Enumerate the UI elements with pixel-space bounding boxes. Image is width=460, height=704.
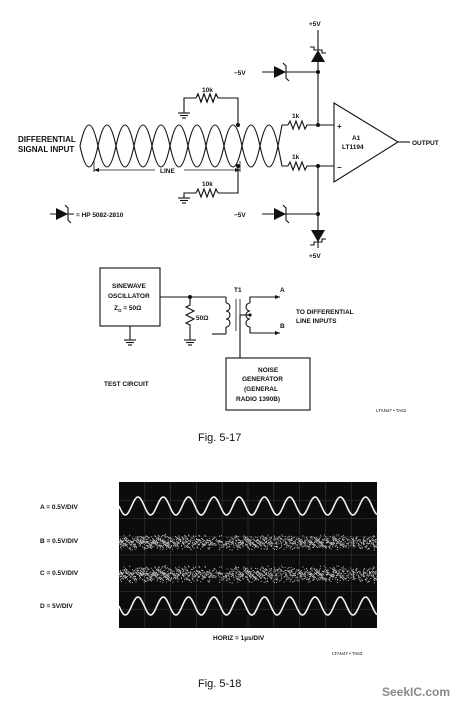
osc-line2: OSCILLATOR	[108, 293, 150, 300]
termination-resistor-bottom	[177, 166, 239, 204]
noise-line1: NOISE	[258, 367, 279, 374]
test-circuit-schematic: SINEWAVE OSCILLATOR ZO = 50Ω 50Ω	[99, 267, 407, 413]
trace-b-noise	[119, 534, 378, 551]
noise-line2: GENERATOR	[242, 376, 283, 383]
diode-legend-text: = HP 5082-2810	[76, 212, 124, 219]
line-label: LINE	[160, 168, 175, 175]
twisted-pair-line	[79, 124, 279, 168]
resistor-10k-bottom-value: 10k	[202, 181, 213, 188]
output-a-label: A	[280, 287, 285, 294]
input-label-line2: SIGNAL INPUT	[18, 145, 74, 154]
caption-fig-5-17: Fig. 5-17	[198, 432, 241, 444]
transformer-t1	[212, 295, 280, 358]
amplifier-a1	[333, 102, 410, 183]
supply-minus5v-bottom: −5V	[234, 212, 246, 219]
trace-b-label: B = 0.5V/DIV	[40, 538, 79, 545]
dest-line2: LINE INPUTS	[296, 318, 337, 325]
termination-resistor-top	[177, 92, 239, 125]
input-label-line1: DIFFERENTIAL	[18, 135, 76, 144]
noise-line3: (GENERAL	[244, 386, 278, 393]
wire-in-plus	[277, 124, 288, 147]
transformer-label: T1	[234, 287, 242, 294]
caption-fig-5-18: Fig. 5-18	[198, 678, 241, 690]
output-b-label: B	[280, 323, 285, 330]
supply-plus5v-bottom: +5V	[309, 253, 321, 260]
dest-line1: TO DIFFERENTIAL	[296, 309, 354, 316]
load-resistor-value: 50Ω	[196, 315, 208, 322]
trace-c-noise	[119, 565, 378, 584]
trace-c-label: C = 0.5V/DIV	[40, 570, 79, 577]
osc-line1: SINEWAVE	[112, 283, 146, 290]
wire-in-minus	[277, 145, 288, 167]
osc-line3: ZO = 50Ω	[114, 305, 141, 313]
noise-line4: RADIO 1390B)	[236, 396, 280, 403]
input-resistor-1k-bottom	[287, 160, 334, 172]
input-resistor-1k-top	[287, 119, 334, 131]
trace-a-label: A = 0.5V/DIV	[40, 504, 79, 511]
clamp-diodes-top	[262, 30, 326, 125]
amp-plus-sign: +	[337, 122, 342, 131]
output-label: OUTPUT	[412, 140, 439, 147]
trace-a-waveform	[118, 496, 378, 516]
trace-d-label: D = 5V/DIV	[40, 603, 73, 610]
amp-part-number: LT1194	[342, 144, 364, 151]
test-circuit-label: TEST CIRCUIT	[104, 381, 149, 388]
watermark: SeekIC.com	[382, 685, 450, 699]
supply-minus5v-top: −5V	[234, 70, 246, 77]
amp-name: A1	[352, 135, 361, 142]
resistor-10k-top-value: 10k	[202, 87, 213, 94]
figure-code-1: LTAN47 • TA62	[376, 408, 407, 413]
amp-minus-sign: −	[337, 163, 342, 172]
horiz-label: HORIZ = 1µs/DIV	[213, 635, 265, 642]
noise-generator-box	[225, 357, 311, 411]
load-resistor-50	[183, 297, 197, 346]
diode-legend-symbol	[50, 204, 74, 224]
clamp-diodes-bottom	[262, 166, 326, 248]
oscilloscope-photo	[118, 482, 378, 628]
supply-plus5v-top: +5V	[309, 21, 321, 28]
figure-code-2: LTAN47 • TA63	[332, 651, 363, 656]
resistor-1k-top-value: 1k	[292, 113, 300, 120]
line-receiver-schematic: DIFFERENTIAL SIGNAL INPUT LINE 10k	[18, 21, 439, 260]
trace-d-waveform	[118, 596, 378, 616]
resistor-1k-bottom-value: 1k	[292, 154, 300, 161]
